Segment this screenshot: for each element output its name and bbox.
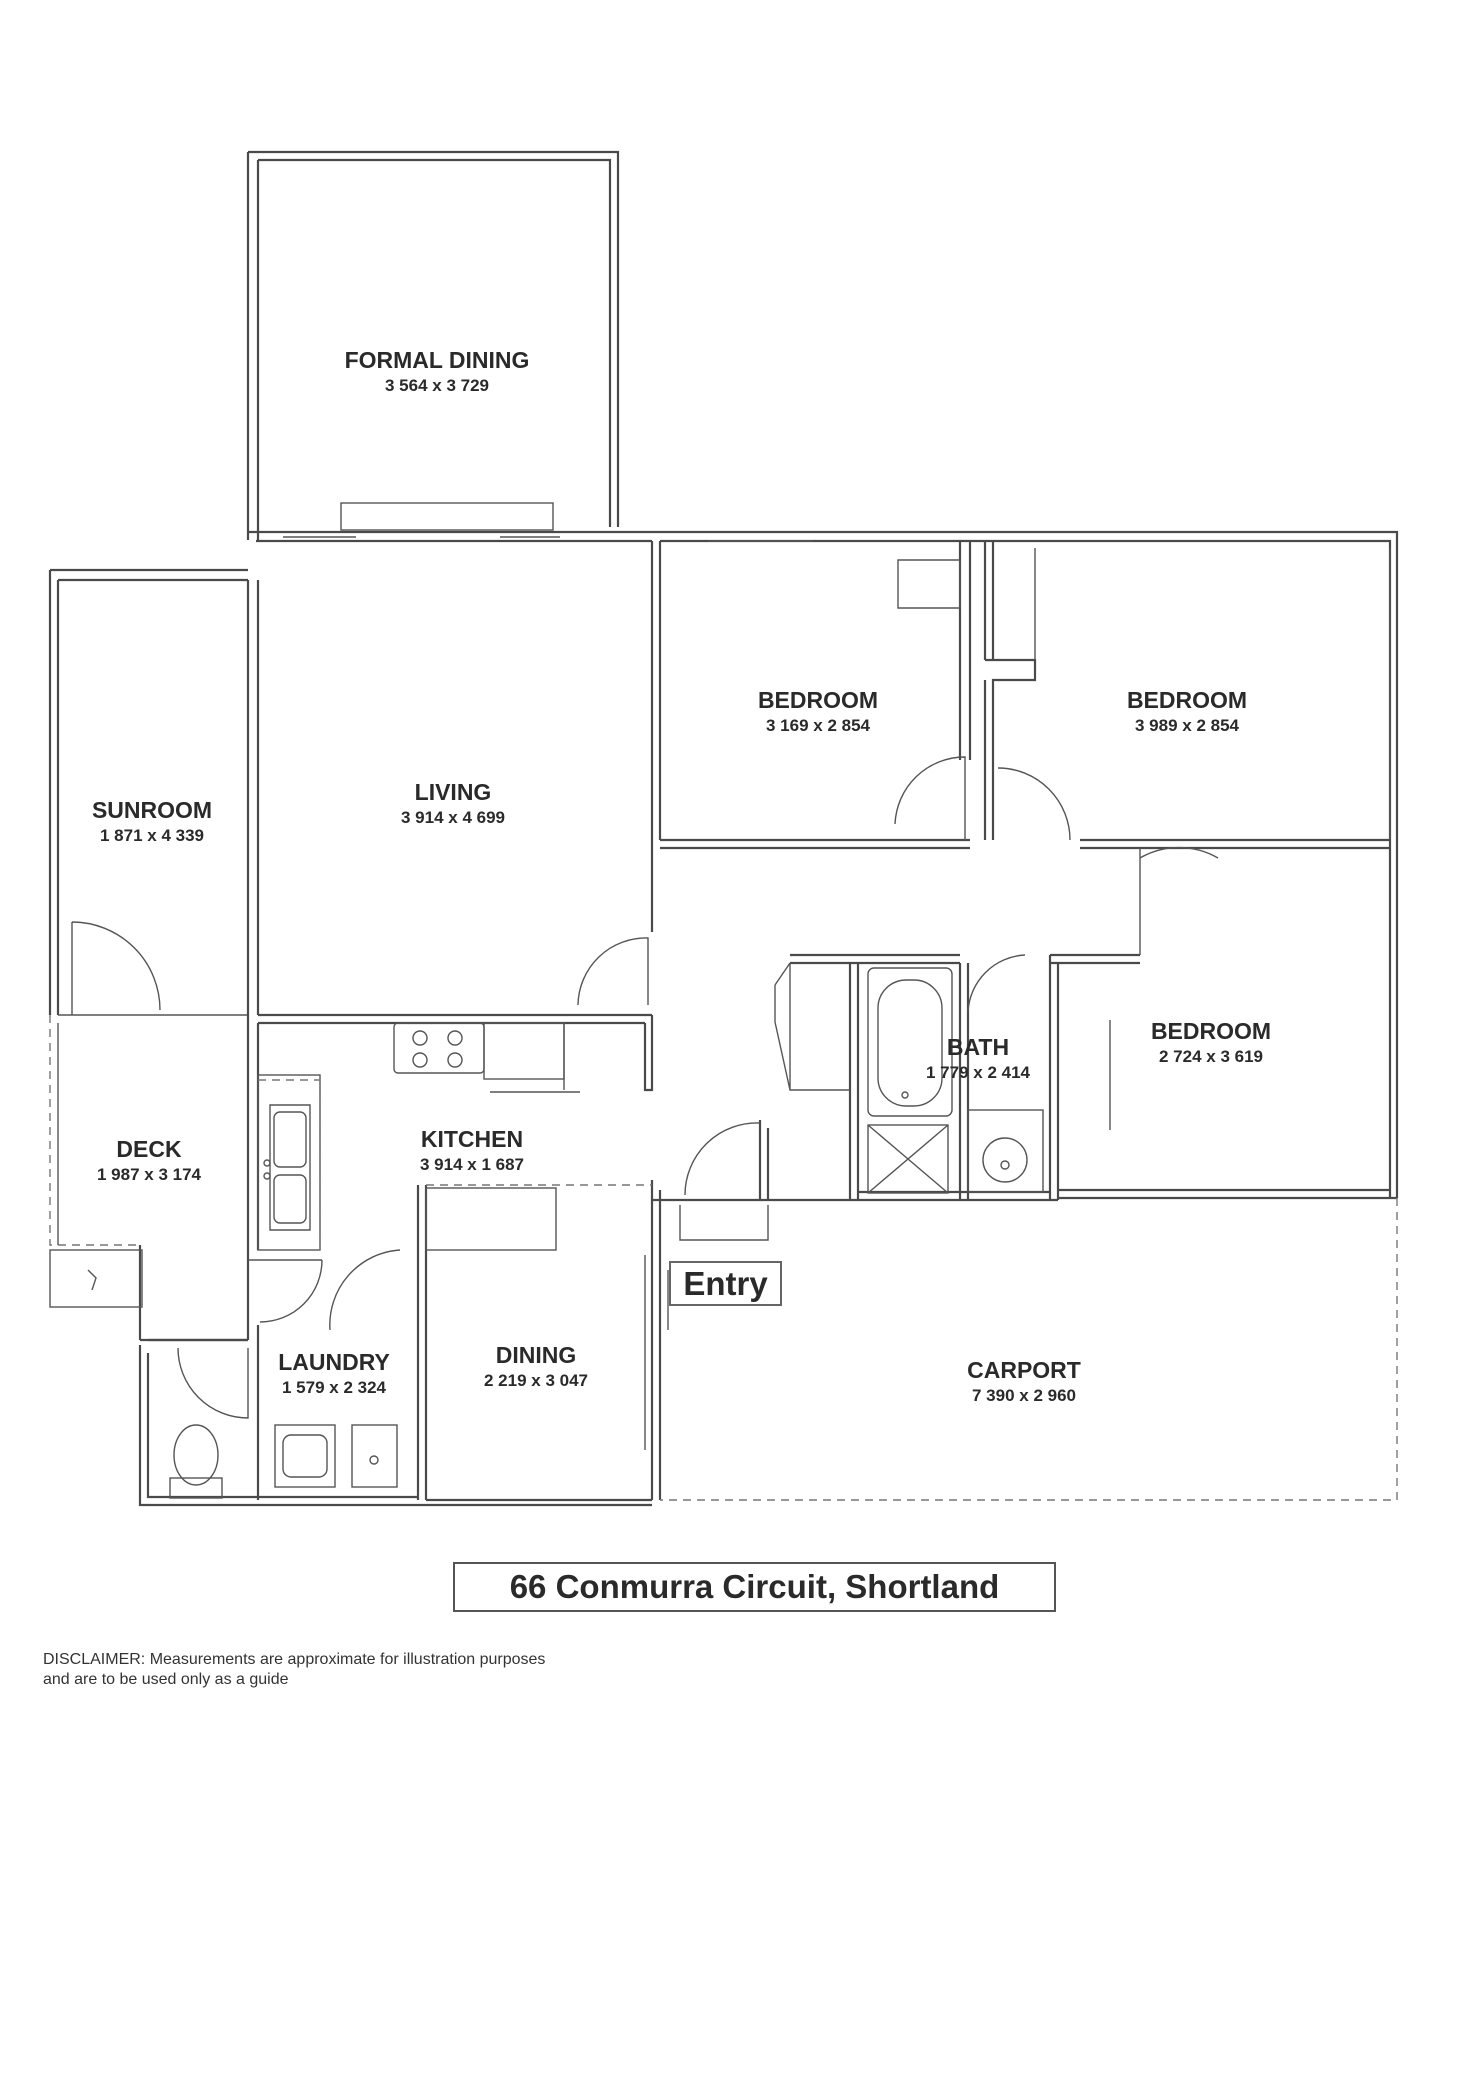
room-label-dining: DINING 2 219 x 3 047 [484,1342,588,1390]
room-label-kitchen: KITCHEN 3 914 x 1 687 [420,1126,524,1174]
disclaimer-text: DISCLAIMER: Measurements are approximate… [43,1651,546,1688]
room-label-bedroom-2: BEDROOM 3 989 x 2 854 [1127,687,1247,735]
main-walls [48,530,1399,1507]
entry-label: Entry [669,1261,782,1306]
svg-text:LAUNDRY: LAUNDRY [278,1349,390,1375]
svg-text:FORMAL DINING: FORMAL DINING [345,347,530,373]
room-label-bedroom-1: BEDROOM 3 169 x 2 854 [758,687,878,735]
svg-text:BEDROOM: BEDROOM [1127,687,1247,713]
svg-text:LIVING: LIVING [415,779,492,805]
svg-text:DECK: DECK [116,1136,182,1162]
svg-text:3 564 x 3 729: 3 564 x 3 729 [385,376,489,395]
room-label-bath: BATH 1 779 x 2 414 [926,1034,1031,1082]
svg-text:2 724 x 3 619: 2 724 x 3 619 [1159,1047,1263,1066]
room-label-carport: CARPORT 7 390 x 2 960 [967,1357,1081,1405]
svg-text:BEDROOM: BEDROOM [1151,1018,1271,1044]
room-label-living: LIVING 3 914 x 4 699 [401,779,505,827]
room-label-formal-dining: FORMAL DINING 3 564 x 3 729 [345,347,530,395]
svg-text:BEDROOM: BEDROOM [758,687,878,713]
svg-text:DINING: DINING [496,1342,577,1368]
svg-text:7 390 x 2 960: 7 390 x 2 960 [972,1386,1076,1405]
room-label-deck: DECK 1 987 x 3 174 [97,1136,202,1184]
svg-text:3 169 x 2 854: 3 169 x 2 854 [766,716,871,735]
svg-text:1 987 x 3 174: 1 987 x 3 174 [97,1165,202,1184]
svg-text:CARPORT: CARPORT [967,1357,1081,1383]
svg-text:KITCHEN: KITCHEN [421,1126,523,1152]
room-label-laundry: LAUNDRY 1 579 x 2 324 [278,1349,390,1397]
formal-dining-walls [246,150,620,540]
svg-text:SUNROOM: SUNROOM [92,797,212,823]
room-label-sunroom: SUNROOM 1 871 x 4 339 [92,797,212,845]
svg-text:1 871 x 4 339: 1 871 x 4 339 [100,826,204,845]
svg-text:2 219 x 3 047: 2 219 x 3 047 [484,1371,588,1390]
svg-text:BATH: BATH [947,1034,1009,1060]
svg-text:3 914 x 4 699: 3 914 x 4 699 [401,808,505,827]
address-title: 66 Conmurra Circuit, Shortland [453,1562,1056,1612]
svg-text:1 579 x 2 324: 1 579 x 2 324 [282,1378,387,1397]
svg-text:3 914 x 1 687: 3 914 x 1 687 [420,1155,524,1174]
svg-text:1 779 x 2 414: 1 779 x 2 414 [926,1063,1031,1082]
svg-text:3 989 x 2 854: 3 989 x 2 854 [1135,716,1240,735]
room-label-bedroom-3: BEDROOM 2 724 x 3 619 [1151,1018,1271,1066]
